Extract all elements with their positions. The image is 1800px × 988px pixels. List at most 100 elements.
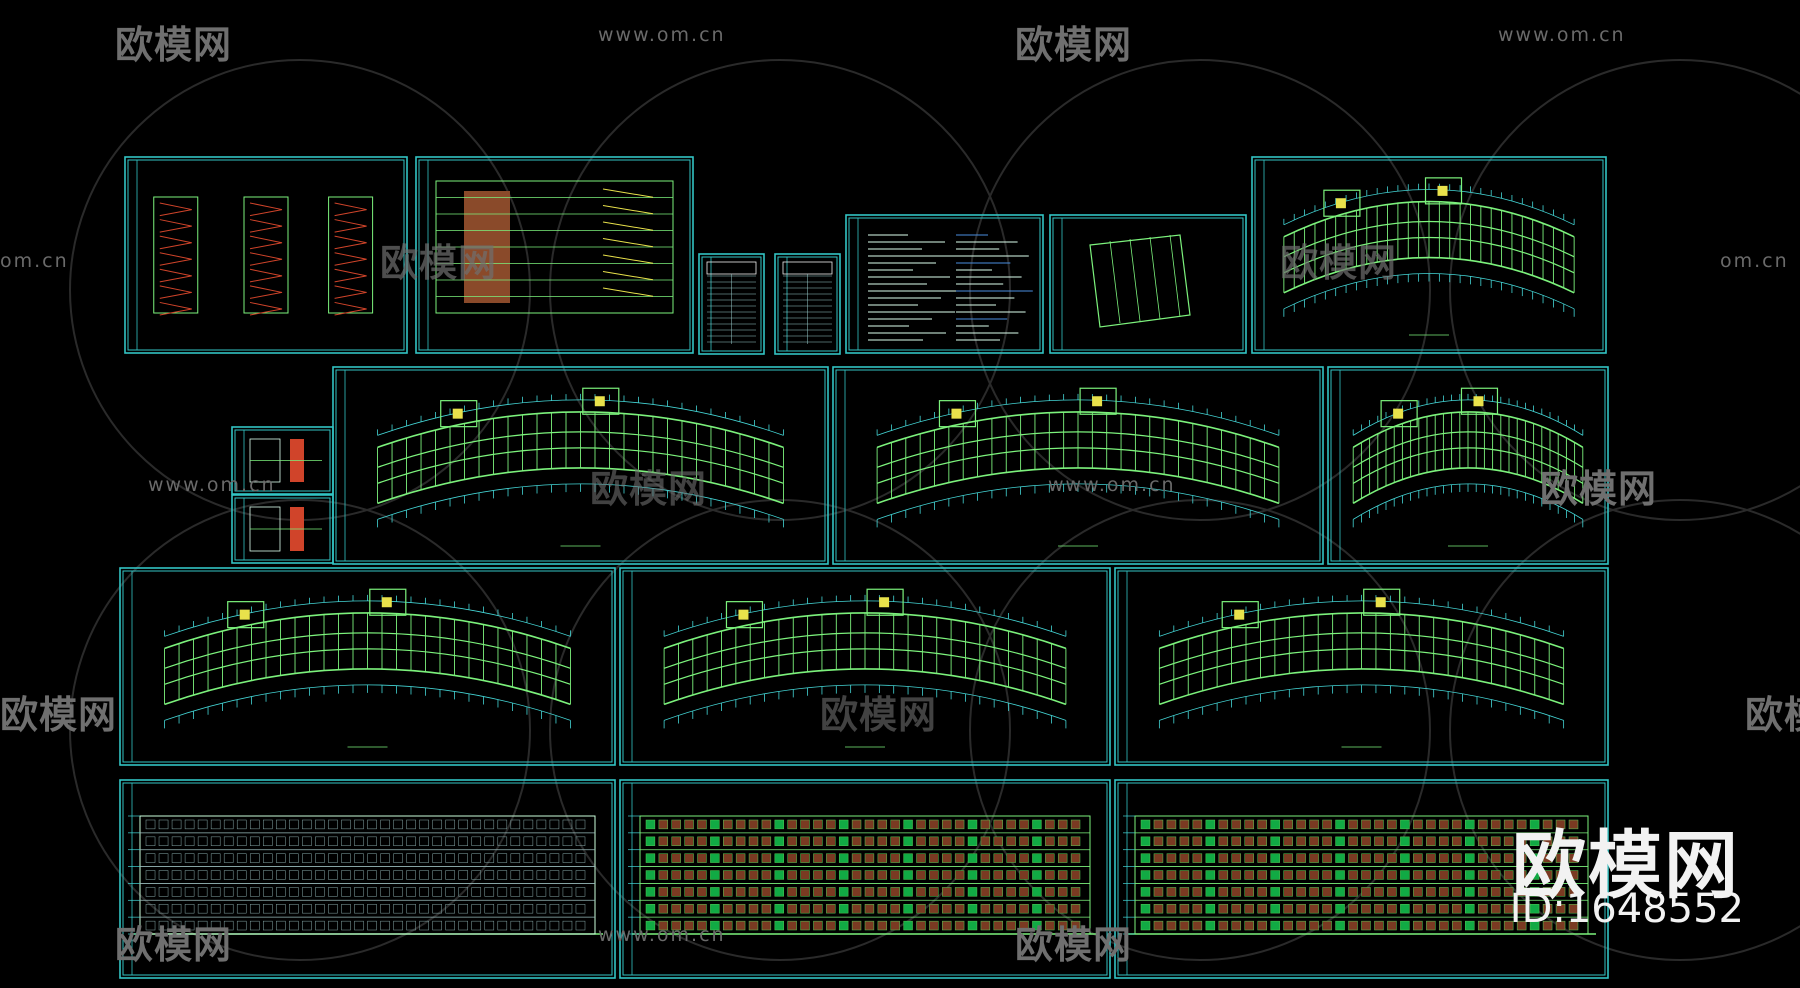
window — [1257, 904, 1267, 914]
window — [993, 904, 1003, 914]
window — [1045, 904, 1055, 914]
window — [1452, 819, 1462, 830]
window — [1231, 904, 1242, 914]
window — [684, 904, 694, 914]
plan-wall — [663, 600, 1067, 637]
window — [1045, 920, 1055, 931]
core-highlight — [1473, 396, 1484, 407]
window — [562, 887, 573, 897]
window — [658, 819, 669, 830]
window — [826, 836, 836, 846]
window — [1568, 887, 1579, 897]
window — [826, 887, 836, 897]
window — [761, 836, 772, 846]
window — [210, 887, 221, 897]
window — [367, 819, 377, 830]
window — [929, 853, 939, 863]
window — [1283, 887, 1293, 897]
window — [1439, 920, 1449, 931]
window — [1542, 853, 1553, 863]
window — [1400, 887, 1410, 897]
sheet-elevation-a — [119, 779, 616, 979]
window — [684, 870, 694, 880]
window — [1374, 836, 1384, 846]
window — [980, 870, 991, 880]
window — [367, 870, 377, 880]
window — [864, 853, 875, 863]
plan-wall — [1352, 399, 1584, 436]
window — [184, 853, 195, 863]
window — [800, 904, 810, 914]
window — [942, 920, 952, 931]
watermark-logo: 欧模网 — [115, 23, 233, 67]
core-highlight — [1437, 185, 1448, 196]
stair-line — [602, 254, 654, 264]
window — [954, 904, 965, 914]
window — [1568, 836, 1579, 846]
stair-flight — [159, 235, 192, 250]
window — [1179, 819, 1190, 830]
core-highlight — [879, 597, 890, 608]
window — [735, 904, 746, 914]
window — [328, 887, 338, 897]
watermark-brand: 欧模网 — [1512, 823, 1740, 909]
window — [236, 836, 247, 846]
stair-flight — [334, 252, 367, 266]
window — [1153, 870, 1164, 880]
window — [171, 904, 182, 914]
window — [748, 870, 759, 880]
window — [1452, 870, 1462, 880]
window — [276, 887, 286, 897]
sheet-border — [1251, 156, 1607, 354]
window — [158, 920, 169, 931]
plan-wall — [1159, 600, 1564, 637]
window — [684, 887, 694, 897]
window — [1465, 920, 1475, 931]
window — [671, 870, 681, 880]
window — [890, 870, 900, 880]
window — [432, 887, 442, 897]
title-strip — [622, 570, 633, 763]
window — [1257, 819, 1267, 830]
window — [367, 836, 377, 846]
window — [877, 853, 888, 863]
window — [406, 904, 416, 914]
window — [1192, 853, 1203, 863]
window — [432, 836, 442, 846]
window — [510, 920, 521, 931]
sheet-section-elevation — [415, 156, 694, 354]
window — [184, 870, 195, 880]
window — [302, 904, 312, 914]
window — [1477, 853, 1488, 863]
window — [328, 870, 338, 880]
window — [1503, 920, 1514, 931]
window — [1516, 904, 1527, 914]
window — [1257, 853, 1267, 863]
window — [1529, 853, 1540, 863]
window — [1335, 836, 1345, 846]
plan-wall — [377, 467, 784, 505]
window — [1166, 887, 1177, 897]
window — [1568, 853, 1579, 863]
window — [645, 920, 656, 931]
window — [289, 920, 299, 931]
window — [1057, 836, 1068, 846]
window — [445, 853, 455, 863]
window — [289, 853, 299, 863]
window — [916, 836, 926, 846]
window — [774, 904, 784, 914]
window — [684, 819, 694, 830]
window — [710, 870, 720, 880]
window — [710, 853, 720, 863]
window — [1045, 887, 1055, 897]
window — [851, 819, 862, 830]
window — [510, 887, 521, 897]
window — [1529, 870, 1540, 880]
window — [800, 920, 810, 931]
window — [276, 920, 286, 931]
window — [1568, 870, 1579, 880]
window — [445, 819, 455, 830]
plan-partition — [1169, 234, 1181, 318]
window — [1218, 853, 1229, 863]
window — [851, 920, 862, 931]
